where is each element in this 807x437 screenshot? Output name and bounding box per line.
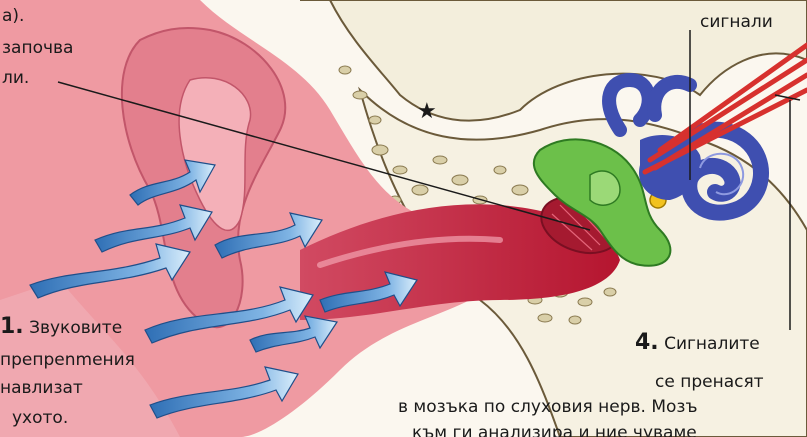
- star-marker: ★: [417, 102, 437, 122]
- top-left-text-line3: ли.: [2, 68, 29, 88]
- step1-line4: ухото.: [12, 408, 68, 428]
- step4-caption: 4. Сигналите: [635, 333, 760, 354]
- top-right-text: сигнали: [700, 12, 773, 32]
- top-left-text-line2: започва: [2, 38, 73, 58]
- step1-number: 1.: [0, 314, 24, 339]
- inner-ear: [609, 80, 690, 130]
- ossicle-detail: [590, 171, 620, 205]
- step4-line4: към ги анализира и ние чуваме: [412, 423, 697, 437]
- step4-line3: в мозъка по слуховия нерв. Мозъ: [398, 397, 697, 417]
- step1-caption: 1. Звуковите: [0, 317, 122, 338]
- step1-line1: Звуковите: [29, 318, 122, 338]
- step4-line1: Сигналите: [664, 334, 760, 354]
- top-left-text-line1: а).: [2, 6, 24, 26]
- step4-line2: се пренасят: [655, 372, 764, 392]
- step1-line3: навлизат: [0, 378, 83, 398]
- step4-number: 4.: [635, 330, 659, 355]
- step1-line2: препреnmeния: [0, 350, 135, 370]
